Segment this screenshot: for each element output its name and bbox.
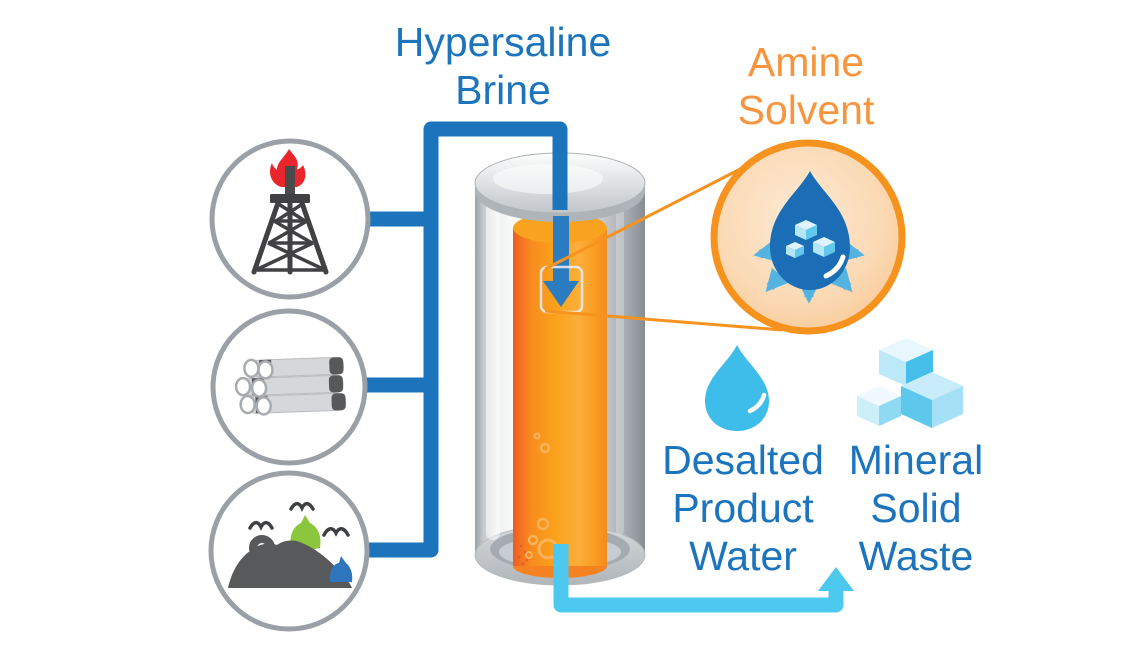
pipe-row [242, 374, 344, 396]
product-out-arrow [818, 567, 854, 591]
pipe-bundle-icon [234, 356, 347, 416]
salt-cube-icon [786, 220, 835, 258]
brine-pipes [366, 121, 568, 558]
glass-highlight-right [616, 205, 624, 535]
amine-solvent-circle [710, 139, 906, 335]
source-oil-gas-well [209, 138, 371, 300]
landfill-icon [228, 501, 353, 588]
birds [248, 501, 350, 537]
desalted-product-water-label: Desalted Product Water [662, 437, 824, 579]
mineral-solid-waste-label: Mineral Solid Waste [848, 437, 984, 579]
lid-highlight [493, 164, 603, 194]
source-landfill [208, 470, 370, 632]
drop-highlight [747, 392, 767, 414]
trash-bag-blue [329, 556, 353, 582]
pipe-openings [234, 358, 274, 416]
glass-highlight-left [486, 200, 500, 540]
magnifier-callout-lines [544, 161, 783, 332]
product-out-pipe [553, 544, 844, 613]
oil-derrick-flare-icon [251, 149, 329, 275]
hypersaline-brine-label: Hypersaline Brine [394, 19, 612, 113]
amine-solvent-label: Amine Solvent [737, 39, 875, 133]
source-pipeline [210, 308, 368, 466]
brine-main-pipe [366, 121, 568, 558]
drop-highlight [823, 254, 846, 279]
water-drop-icon [705, 345, 769, 431]
mineral-cubes-icon [857, 338, 963, 428]
salt-specks [517, 544, 529, 566]
trash-mound [228, 540, 352, 588]
